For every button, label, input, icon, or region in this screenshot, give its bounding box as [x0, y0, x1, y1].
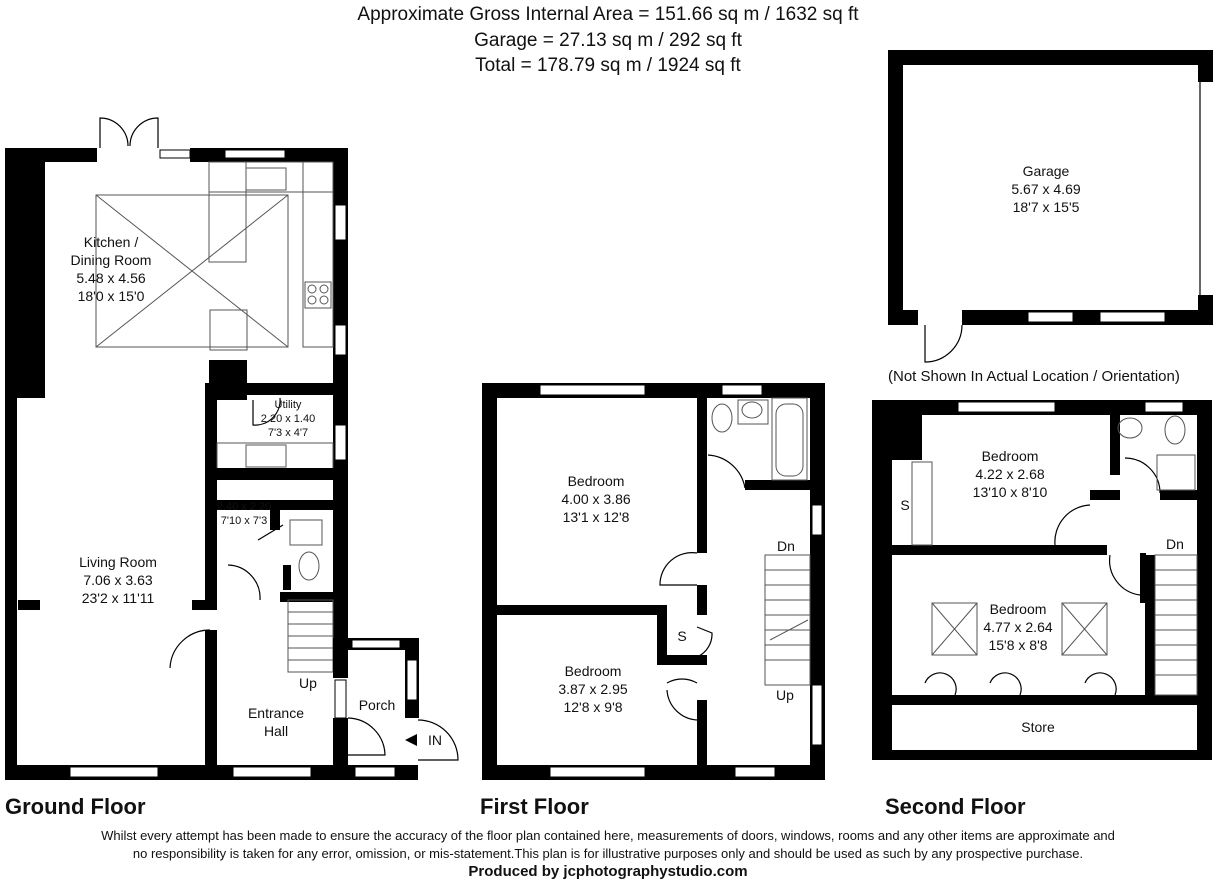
garage-metric: 5.67 x 4.69 — [1011, 181, 1080, 197]
kitchen-name2: Dining Room — [71, 252, 152, 268]
bed1-metric: 4.00 x 3.86 — [561, 491, 630, 507]
kitchen-name1: Kitchen / — [84, 234, 139, 250]
cloak-metric: 2.40 x 2.20 — [217, 501, 271, 513]
cloak-imperial: 7'10 x 7'3 — [221, 515, 267, 527]
first-up-label: Up — [776, 687, 794, 703]
garage-name: Garage — [1023, 163, 1070, 179]
disclaimer-line-2: no responsibility is taken for any error… — [132, 846, 1084, 861]
entrance-name1: Entrance — [248, 705, 304, 721]
second-floor-title: Second Floor — [885, 794, 1026, 819]
entrance-name2: Hall — [264, 723, 288, 739]
first-floor-plan — [482, 383, 825, 780]
store-name: Store — [1021, 719, 1055, 735]
bed2-metric: 3.87 x 2.95 — [558, 681, 627, 697]
garage-imperial: 18'7 x 15'5 — [1013, 199, 1080, 215]
bed3-metric: 4.22 x 2.68 — [975, 466, 1044, 482]
bed1-name: Bedroom — [568, 473, 625, 489]
disclaimer-line-1: Whilst every attempt has been made to en… — [101, 828, 1115, 843]
first-floor-title: First Floor — [480, 794, 589, 819]
area-line-1: Approximate Gross Internal Area = 151.66… — [357, 4, 859, 25]
ground-up-label: Up — [299, 675, 317, 691]
utility-metric: 2.20 x 1.40 — [261, 413, 315, 425]
in-label: IN — [428, 732, 442, 748]
living-name: Living Room — [79, 554, 157, 570]
kitchen-metric: 5.48 x 4.56 — [76, 270, 145, 286]
living-metric: 7.06 x 3.63 — [83, 572, 152, 588]
bed1-imperial: 13'1 x 12'8 — [563, 509, 630, 525]
second-storage-label: S — [900, 497, 909, 513]
bed4-metric: 4.77 x 2.64 — [983, 619, 1052, 635]
producer-credit: Produced by jcphotographystudio.com — [468, 863, 748, 880]
bed2-name: Bedroom — [565, 663, 622, 679]
utility-name: Utility — [275, 399, 302, 411]
area-line-3: Total = 178.79 sq m / 1924 sq ft — [475, 55, 741, 76]
bed4-imperial: 15'8 x 8'8 — [988, 637, 1047, 653]
utility-imperial: 7'3 x 4'7 — [268, 427, 308, 439]
first-dn-label: Dn — [777, 538, 795, 554]
living-imperial: 23'2 x 11'11 — [82, 590, 155, 606]
bed2-imperial: 12'8 x 9'8 — [563, 699, 622, 715]
kitchen-imperial: 18'0 x 15'0 — [78, 288, 145, 304]
porch-name: Porch — [359, 697, 396, 713]
second-dn-label: Dn — [1166, 536, 1184, 552]
garage-plan — [888, 50, 1213, 363]
area-line-2: Garage = 27.13 sq m / 292 sq ft — [474, 30, 742, 51]
ground-floor-plan — [5, 117, 459, 780]
room-labels: Kitchen / Dining Room 5.48 x 4.56 18'0 x… — [71, 163, 1184, 748]
ground-floor-title: Ground Floor — [5, 794, 146, 819]
garage-location-note: (Not Shown In Actual Location / Orientat… — [888, 368, 1180, 385]
second-floor-plan — [872, 400, 1212, 760]
first-storage-label: S — [677, 628, 686, 644]
bed3-imperial: 13'10 x 8'10 — [973, 484, 1048, 500]
bed3-name: Bedroom — [982, 448, 1039, 464]
bed4-name: Bedroom — [990, 601, 1047, 617]
